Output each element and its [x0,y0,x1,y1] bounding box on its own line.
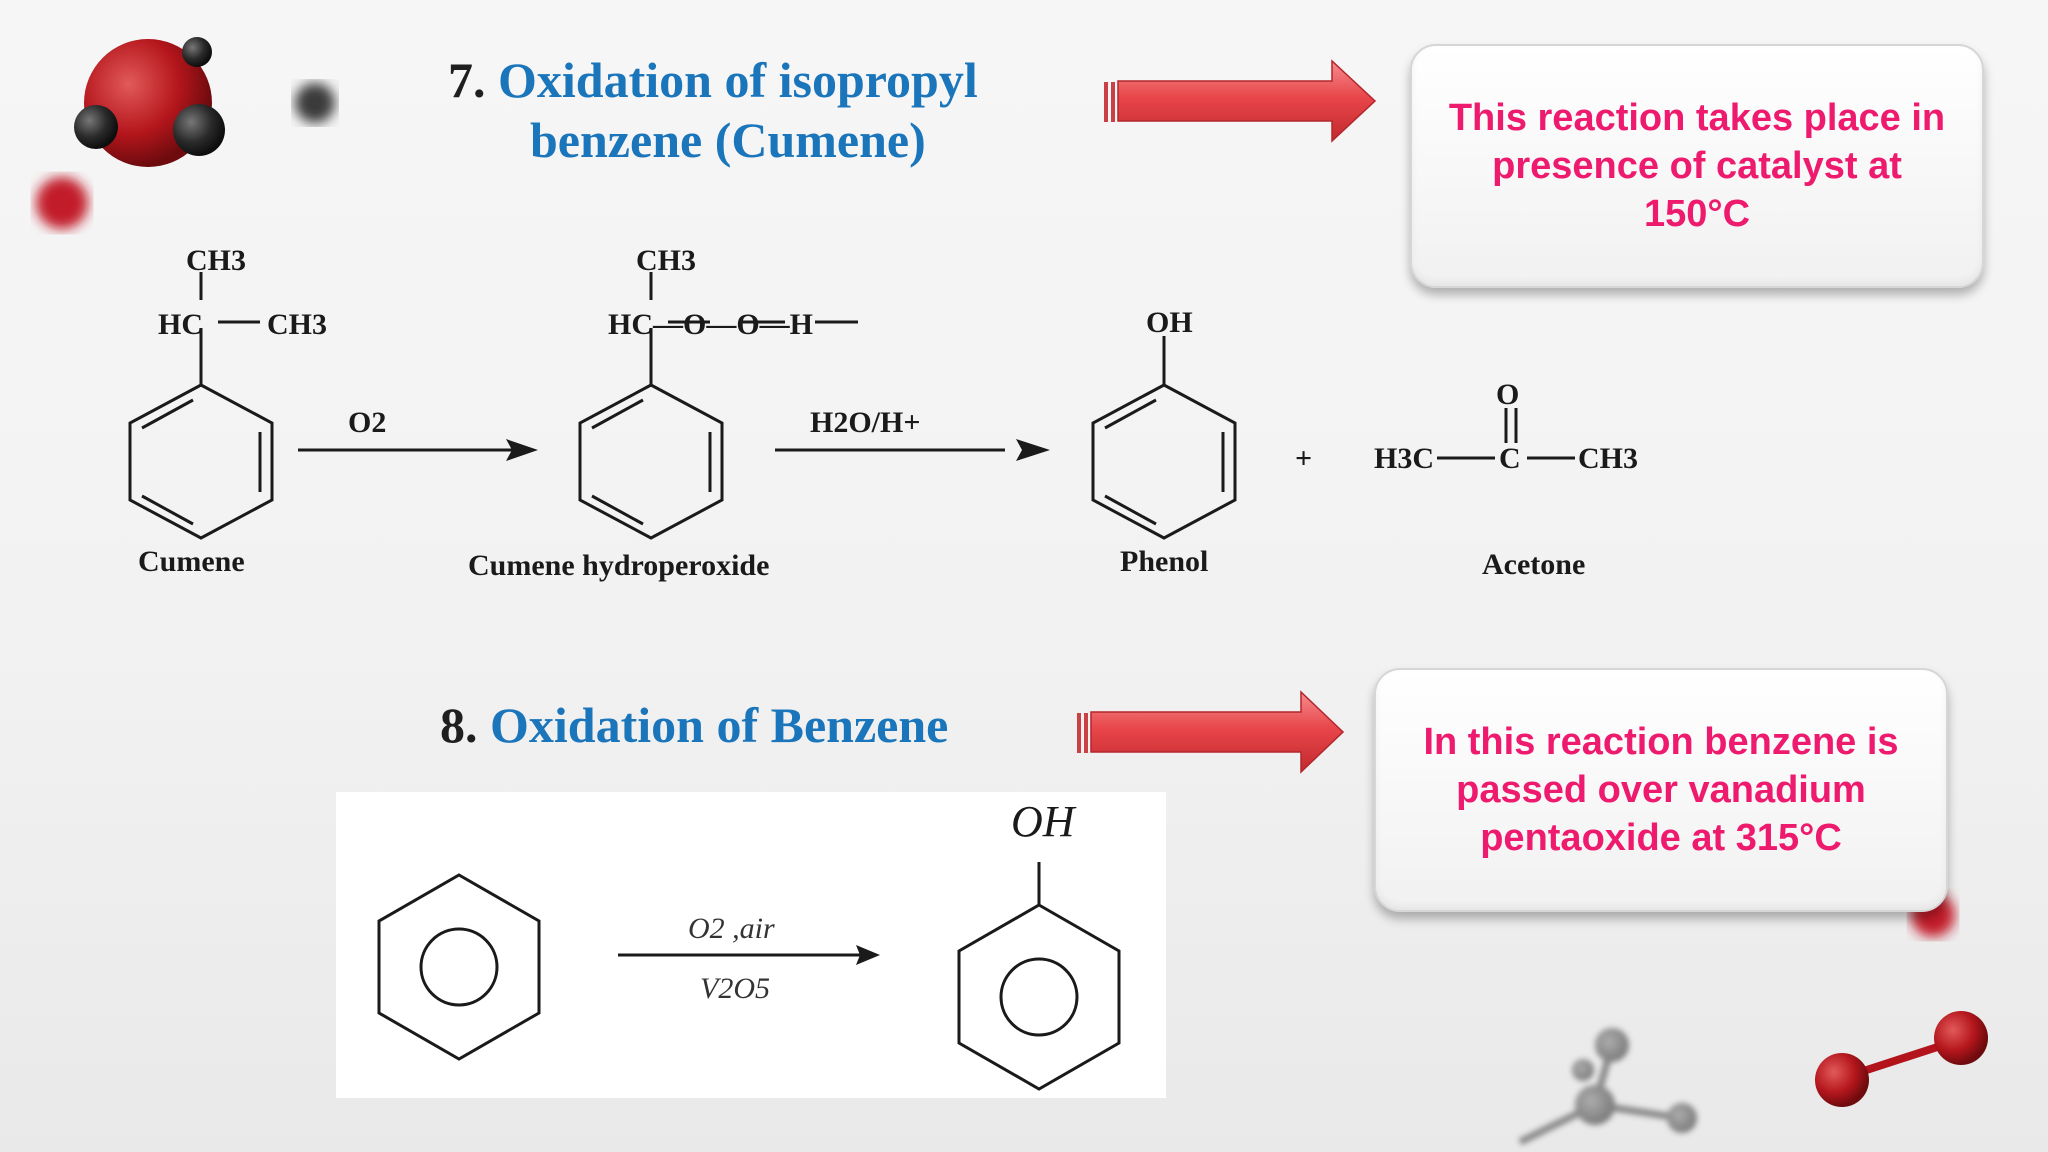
formula-text: OH [1146,306,1193,339]
benzene-ring [578,383,724,540]
hydroxyl-label: OH [1011,797,1077,846]
arrow-right-icon [1077,690,1345,774]
section-title: Oxidation of Benzene [490,697,949,753]
formula-text: HC [158,308,203,341]
aromatic-circle [999,957,1079,1037]
formula-text: CH3 [636,244,696,277]
section-7-heading-line2: benzene (Cumene) [530,110,926,170]
section-8-heading: 8. Oxidation of Benzene [440,695,948,755]
benzene-oxidation-panel: O2 ,air V2O5 OH [336,792,1166,1098]
formula-text: H3C [1374,442,1434,475]
formula-text: C [1499,442,1521,475]
section-number: 8. [440,697,478,753]
section-number: 7. [448,52,486,108]
callout-catalyst-note: This reaction takes place in presence of… [1410,44,1984,288]
callout-text: In this reaction benzene is passed over … [1423,721,1899,859]
molecule-bottom-right [1518,893,1988,1146]
formula-text: O [1496,378,1519,411]
reagent-label: O2 [348,406,386,439]
compound-label: Phenol [1120,545,1208,578]
aromatic-circle [419,927,499,1007]
molecule-top-left [36,37,335,229]
reagent-label: O2 ,air [688,912,775,945]
phenol-ring [957,903,1121,1091]
benzene-ring [128,383,274,540]
plus-sign: + [1295,442,1312,475]
benzene-ring [1091,383,1237,540]
callout-vanadium-note: In this reaction benzene is passed over … [1374,668,1948,912]
section-title-continued: benzene (Cumene) [530,112,926,168]
section-title: Oxidation of isopropyl [498,52,978,108]
compound-label: Cumene hydroperoxide [468,549,769,582]
reagent-label: V2O5 [700,972,770,1005]
reagent-label: H2O/H+ [810,406,920,439]
arrow-right-icon [1104,59,1377,143]
compound-label: Acetone [1482,548,1585,581]
formula-text: CH3 [267,308,327,341]
compound-label: Cumene [138,545,245,578]
formula-text: CH3 [1578,442,1638,475]
callout-text: This reaction takes place in presence of… [1448,97,1946,235]
formula-text: HC—O—O—H [608,308,813,341]
benzene-ring [377,873,541,1061]
benzene-oxidation-scheme: O2 ,air V2O5 OH [377,797,1121,1091]
formula-text: CH3 [186,244,246,277]
section-7-heading: 7. Oxidation of isopropyl [448,50,978,110]
